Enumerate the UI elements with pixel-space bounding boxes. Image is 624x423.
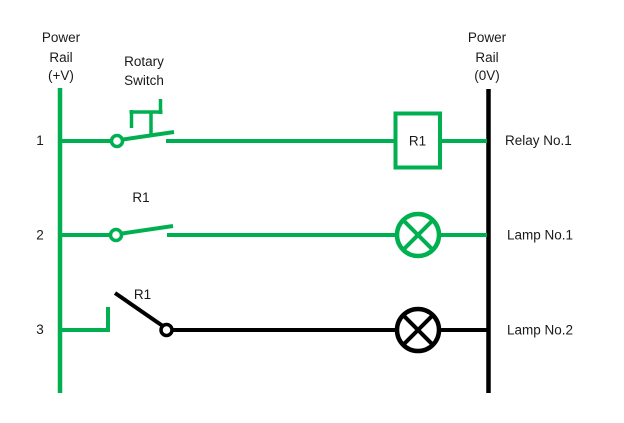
right-rail-label-line3: (0V): [474, 68, 500, 83]
rung-1-number: 1: [36, 133, 44, 148]
rotary-switch-blade: [122, 130, 175, 142]
rotary-switch-label-line1: Rotary: [124, 54, 164, 69]
rung-3-contact-pivot: [159, 322, 174, 338]
lamp-no2-symbol-icon: [394, 306, 442, 354]
power-rail-0v: Power Rail (0V): [468, 30, 507, 393]
lamp-no1-cross-2: [401, 218, 435, 252]
left-rail-label-line1: Power: [42, 30, 81, 45]
rotary-switch-pivot: [109, 133, 125, 149]
rung-1-device-label: Relay No.1: [505, 133, 572, 148]
left-rail-label-line2: Rail: [49, 50, 72, 65]
rung-2-contact-pivot: [108, 227, 124, 243]
rung-3-number: 3: [36, 322, 44, 337]
right-rail-label-line2: Rail: [475, 50, 498, 65]
left-rail-label-line3: (+V): [48, 68, 74, 83]
lamp-no2-cross-2: [401, 313, 435, 347]
rung-3-device-label: Lamp No.2: [507, 323, 573, 338]
rung-1: 1 Rotary Switch R1 Relay No.1: [36, 54, 572, 170]
rung-3-contact-blade: [113, 291, 165, 329]
relay-coil-box: [393, 111, 442, 170]
rung-2: 2 R1 Lamp No.1: [36, 190, 573, 259]
rung-2-device-label: Lamp No.1: [507, 228, 573, 243]
lamp-no1-symbol-icon: [394, 211, 442, 259]
rung-2-contact-blade: [121, 224, 174, 236]
rotary-switch-actuator-icon: [129, 99, 163, 136]
rung-2-contact-label: R1: [132, 190, 149, 205]
rung-2-number: 2: [36, 228, 44, 243]
rung-3-contact-label: R1: [134, 287, 151, 302]
rung-3: 3 R1 Lamp No.2: [36, 287, 573, 354]
power-rail-positive: Power Rail (+V): [42, 30, 81, 393]
relay-coil-text: R1: [409, 134, 426, 149]
right-rail-label-line1: Power: [468, 30, 507, 45]
rotary-switch-label-line2: Switch: [124, 73, 164, 88]
